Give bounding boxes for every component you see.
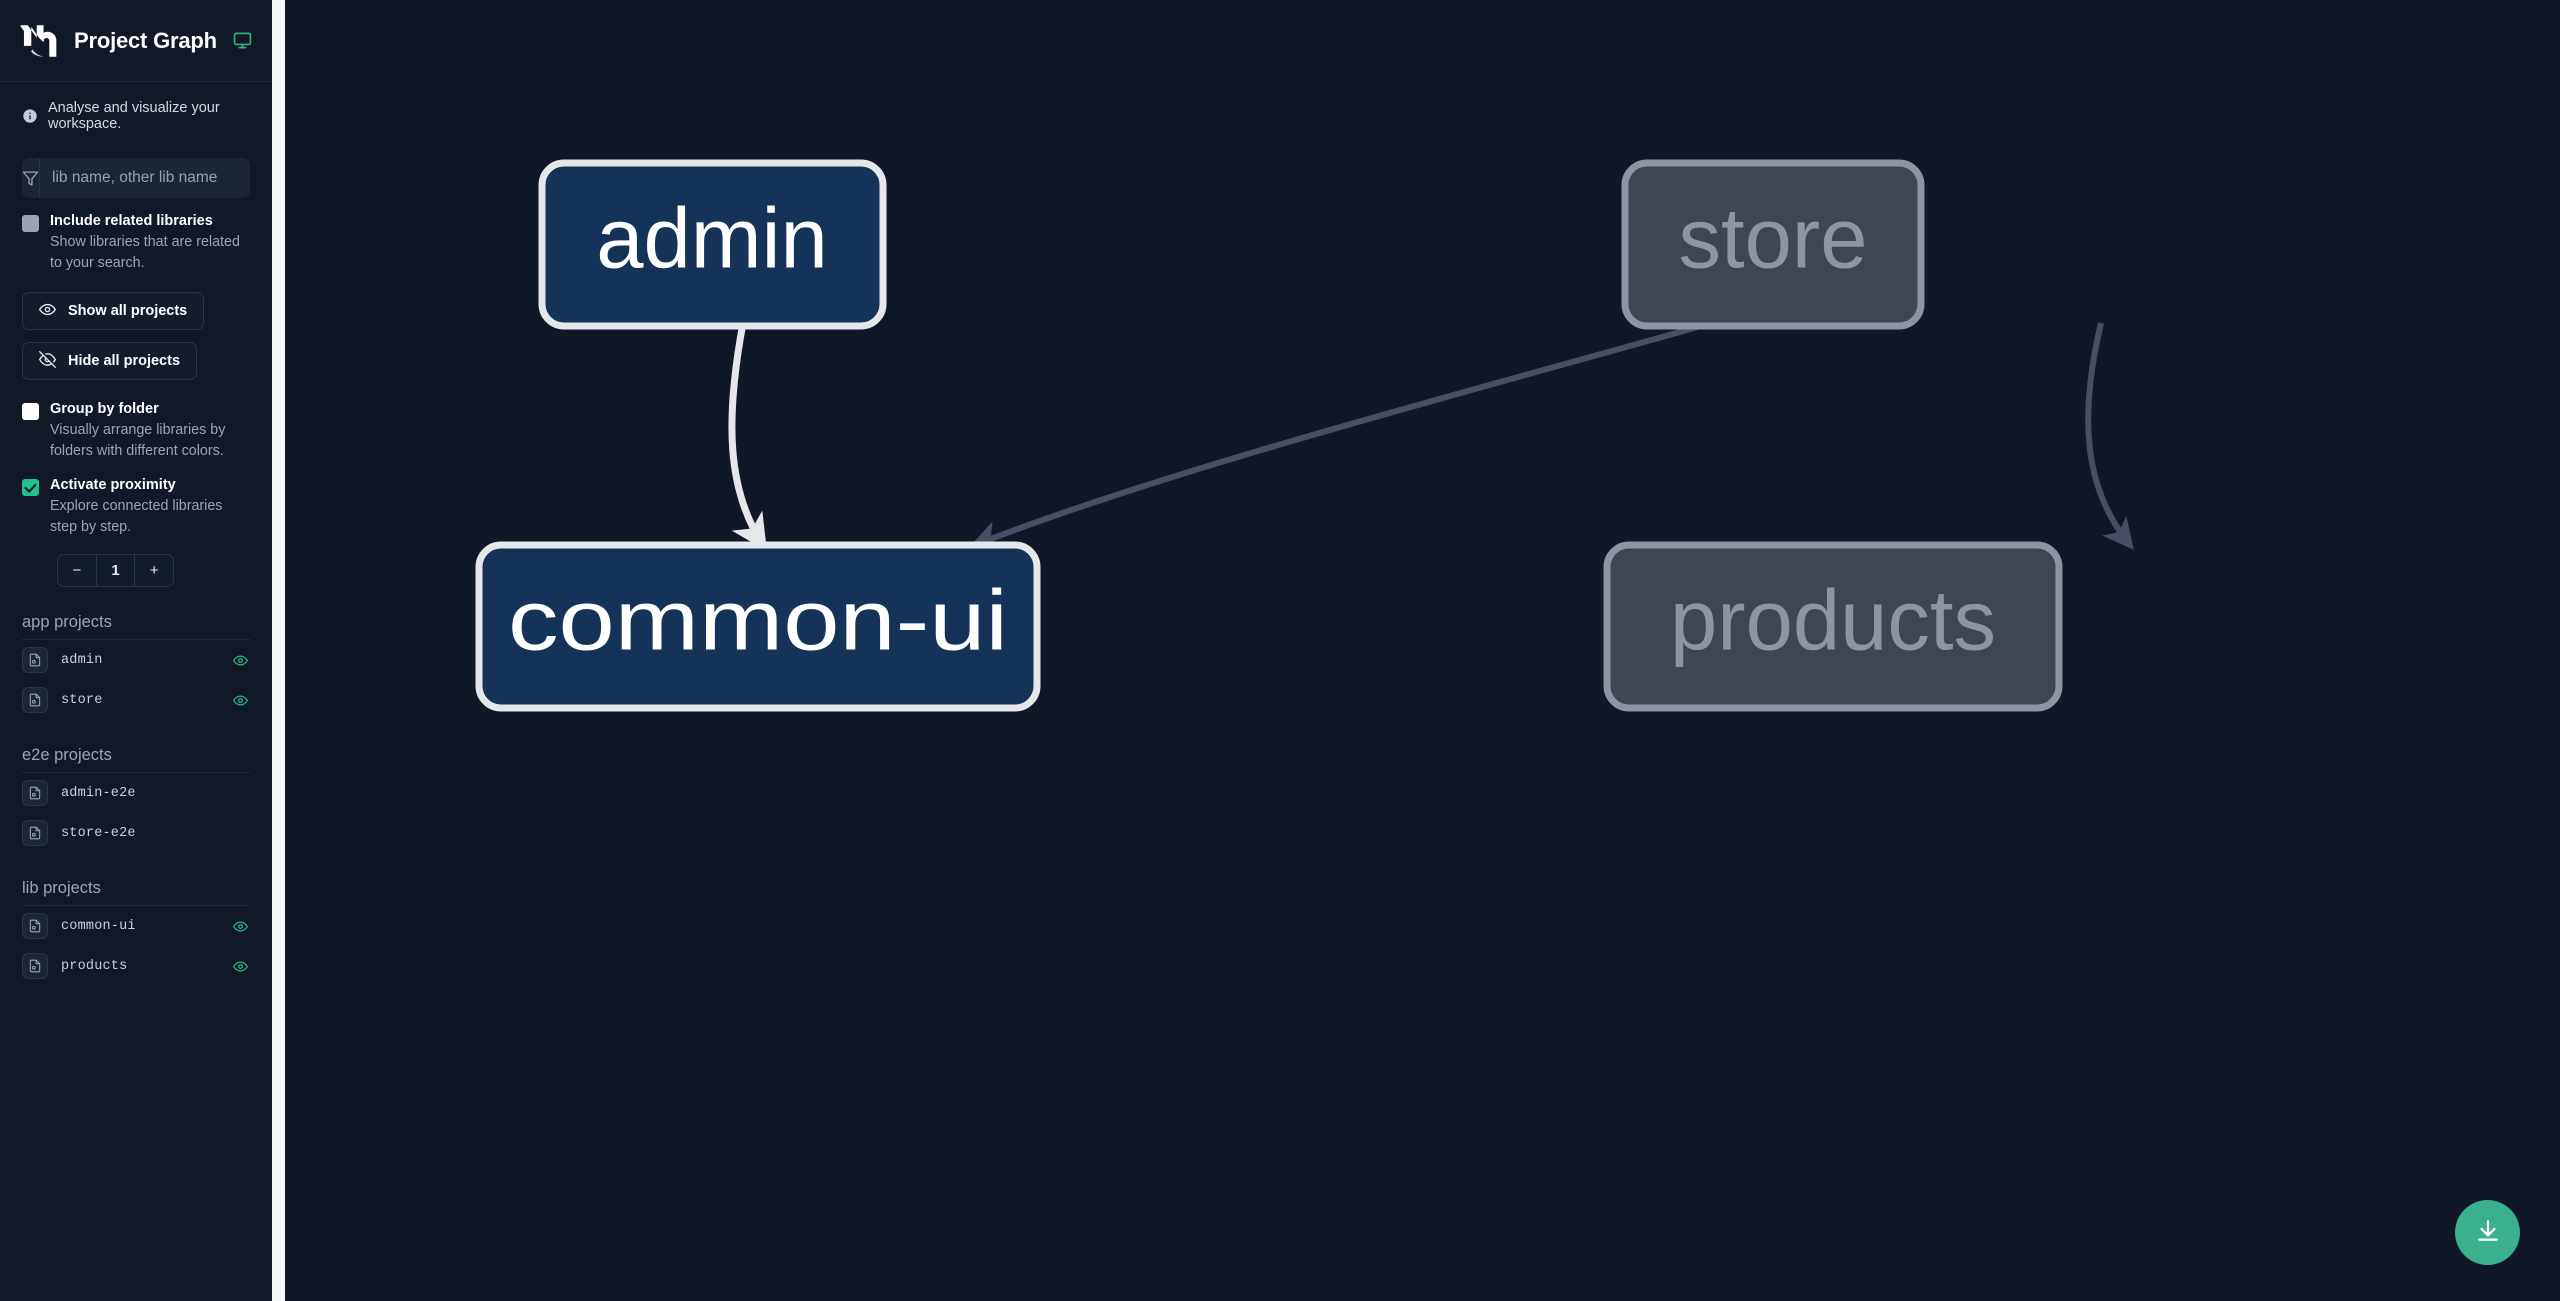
activate-proximity-label: Activate proximity xyxy=(50,477,176,494)
project-file-icon xyxy=(22,953,48,980)
option-activate-proximity[interactable]: Activate proximity Explore connected lib… xyxy=(22,476,250,538)
project-file-icon xyxy=(22,780,48,807)
graph-edges xyxy=(728,293,2134,552)
project-name: admin-e2e xyxy=(61,785,136,801)
option-include-related-libraries[interactable]: Include related libraries Show libraries… xyxy=(22,212,250,274)
project-group-title: lib projects xyxy=(22,879,250,907)
node-products-shape[interactable] xyxy=(1603,541,2063,712)
include-related-description: Show libraries that are related to your … xyxy=(50,234,240,272)
project-row-store[interactable]: store xyxy=(22,680,250,720)
project-name: store xyxy=(61,692,103,708)
project-group-title: app projects xyxy=(22,613,250,641)
project-graph-svg: admin store common-ui products xyxy=(475,159,2134,712)
group-by-folder-label: Group by folder xyxy=(50,401,159,418)
project-visibility-eye-icon[interactable] xyxy=(230,919,250,934)
project-file-icon xyxy=(22,913,48,940)
graph-node-common-ui[interactable]: common-ui xyxy=(475,541,1041,712)
activate-proximity-checkbox[interactable] xyxy=(22,479,39,497)
project-name: products xyxy=(61,958,128,974)
option-group-by-folder[interactable]: Group by folder Visually arrange librari… xyxy=(22,400,250,462)
proximity-value: 1 xyxy=(95,555,135,587)
edge-admin-to-common-ui[interactable] xyxy=(728,322,767,552)
node-store-shape[interactable] xyxy=(1621,159,1925,330)
graph-node-admin[interactable]: admin xyxy=(538,159,887,330)
graph-canvas[interactable]: admin store common-ui products xyxy=(285,0,2560,1301)
graph-node-products[interactable]: products xyxy=(1603,541,2063,712)
project-visibility-eye-icon[interactable] xyxy=(230,959,250,974)
tagline-text: Analyse and visualize your workspace. xyxy=(48,100,220,132)
project-group-app: app projects admin xyxy=(22,613,250,720)
eye-icon xyxy=(39,301,56,322)
download-icon xyxy=(2475,1218,2501,1247)
project-file-icon xyxy=(22,687,48,714)
project-group-lib: lib projects common-ui xyxy=(22,879,250,986)
graph-nodes: admin store common-ui products xyxy=(475,159,2063,712)
show-all-projects-button[interactable]: Show all projects xyxy=(22,292,205,331)
node-admin-shape[interactable] xyxy=(538,159,887,330)
eye-off-icon xyxy=(39,350,56,372)
project-visibility-eye-icon[interactable] xyxy=(230,653,250,668)
nx-logo-icon xyxy=(18,20,60,62)
sidebar-body: Include related libraries Show libraries… xyxy=(0,158,272,986)
page-title: Project Graph xyxy=(74,27,217,53)
filter-icon xyxy=(22,158,40,198)
edge-store-to-common-ui[interactable] xyxy=(969,293,1804,551)
group-by-folder-checkbox[interactable] xyxy=(22,403,39,421)
tagline: Analyse and visualize your workspace. xyxy=(0,82,272,146)
project-row-common-ui[interactable]: common-ui xyxy=(22,906,250,946)
monitor-icon[interactable] xyxy=(233,31,252,50)
proximity-increment-button[interactable]: + xyxy=(134,555,173,587)
include-related-checkbox[interactable] xyxy=(22,215,39,232)
hide-all-projects-label: Hide all projects xyxy=(68,353,181,370)
info-icon xyxy=(22,108,38,124)
project-row-admin-e2e[interactable]: admin-e2e xyxy=(22,773,250,813)
search-field[interactable] xyxy=(22,158,250,198)
download-image-button[interactable] xyxy=(2455,1200,2520,1265)
activate-proximity-description: Explore connected libraries step by step… xyxy=(50,498,223,536)
show-all-projects-label: Show all projects xyxy=(68,303,188,320)
sidebar-divider xyxy=(272,0,285,1301)
node-store-label: store xyxy=(1679,191,1868,286)
project-file-icon xyxy=(22,820,48,847)
sidebar-header: Project Graph xyxy=(0,0,272,82)
project-file-icon xyxy=(22,647,48,674)
project-name: admin xyxy=(61,652,103,668)
proximity-stepper[interactable]: − 1 + xyxy=(57,554,174,588)
node-products-label: products xyxy=(1670,573,1996,668)
project-row-products[interactable]: products xyxy=(22,946,250,986)
search-input[interactable] xyxy=(40,158,250,198)
graph-node-store[interactable]: store xyxy=(1621,159,1925,330)
project-visibility-eye-icon[interactable] xyxy=(230,693,250,708)
project-group-e2e: e2e projects admin-e2e xyxy=(22,746,250,853)
sidebar: Project Graph Analyse and visualize your… xyxy=(0,0,272,1301)
group-by-folder-description: Visually arrange libraries by folders wi… xyxy=(50,422,226,460)
node-common-ui-label: common-ui xyxy=(508,573,1008,668)
proximity-decrement-button[interactable]: − xyxy=(58,555,96,587)
edge-store-to-products[interactable] xyxy=(2085,322,2134,550)
include-related-label: Include related libraries xyxy=(50,213,213,229)
project-name: store-e2e xyxy=(61,825,136,841)
project-row-admin[interactable]: admin xyxy=(22,640,250,680)
project-name: common-ui xyxy=(61,918,136,934)
node-admin-label: admin xyxy=(596,191,828,286)
project-group-title: e2e projects xyxy=(22,746,250,774)
node-common-ui-shape[interactable] xyxy=(475,541,1041,712)
project-row-store-e2e[interactable]: store-e2e xyxy=(22,813,250,853)
hide-all-projects-button[interactable]: Hide all projects xyxy=(22,342,198,381)
